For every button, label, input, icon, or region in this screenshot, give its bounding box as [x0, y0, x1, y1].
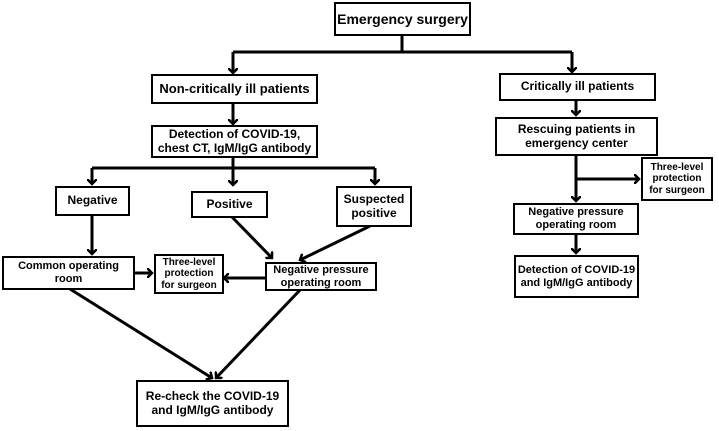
- arrow-negpressure-to-recheck: [216, 288, 302, 378]
- node-positive: Positive: [191, 191, 268, 218]
- node-non-critically-ill: Non-critically ill patients: [151, 74, 318, 104]
- arrow-positive-to-negpressure: [230, 215, 272, 258]
- arrow-suspected-to-negpressure: [300, 224, 371, 260]
- node-critically-ill: Critically ill patients: [499, 73, 656, 101]
- node-emergency-surgery: Emergency surgery: [334, 2, 471, 36]
- node-emergency-surgery-text: Emergency surgery: [337, 10, 468, 27]
- node-common-operating-room: Common operating room: [2, 256, 135, 290]
- node-detection-covid-left: Detection of COVID-19,chest CT, IgM/IgG …: [151, 125, 318, 158]
- arrow-common-to-recheck: [69, 287, 212, 378]
- node-negative: Negative: [55, 186, 130, 216]
